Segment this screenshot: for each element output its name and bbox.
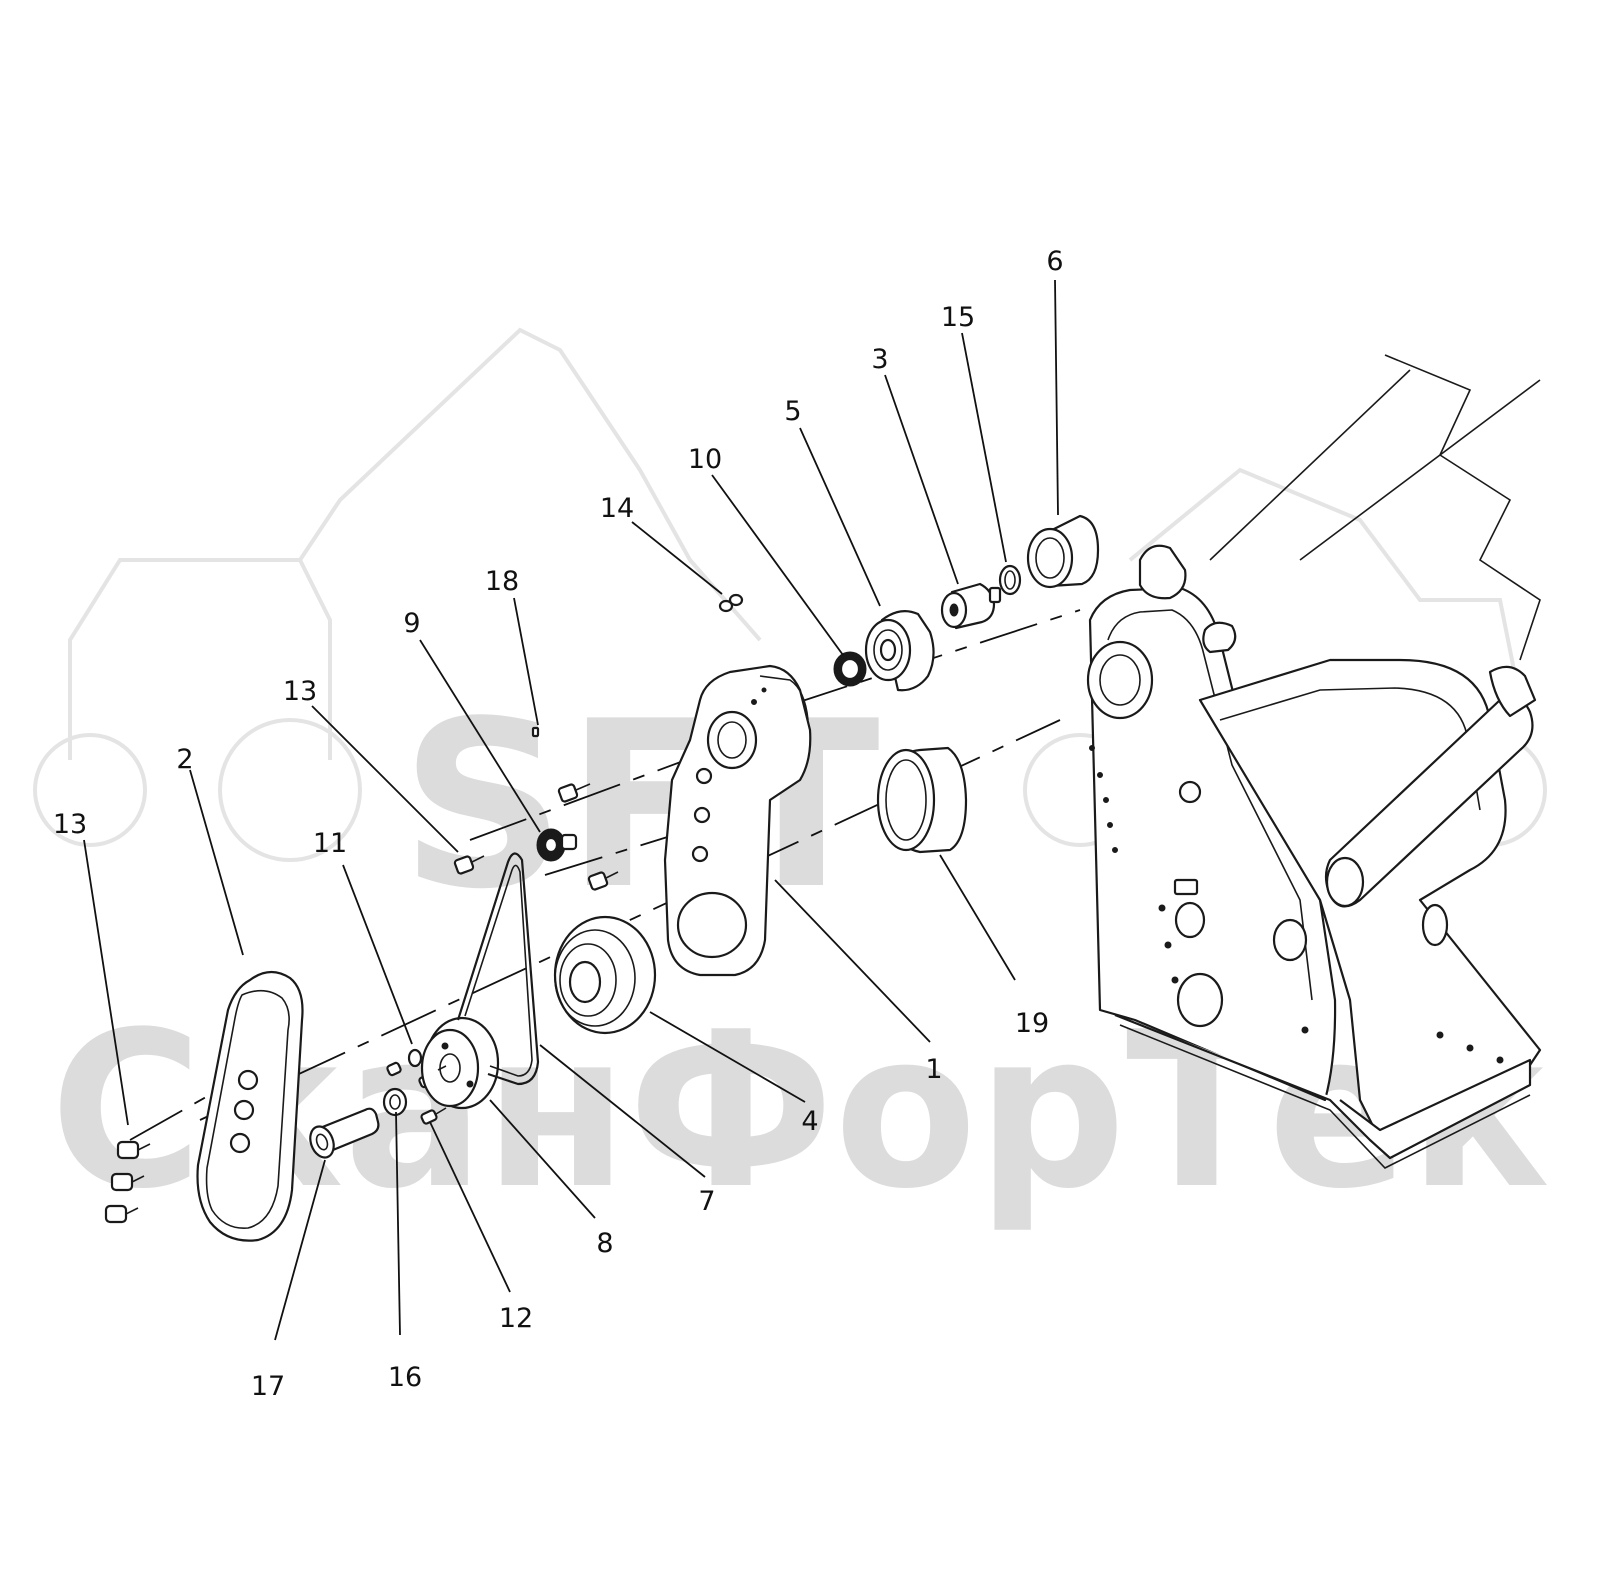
part-13-bolts-left — [104, 1140, 151, 1224]
leader-16 — [395, 1111, 401, 1336]
leader-12 — [429, 1121, 511, 1293]
leader-11 — [342, 864, 413, 1045]
bolt-left-1 — [116, 1140, 151, 1160]
part-4-idler-pulley — [553, 915, 657, 1035]
leader-19 — [939, 854, 1016, 981]
part-2-belt-cover — [196, 970, 304, 1242]
part-17-long-bolt — [309, 1107, 380, 1159]
leader-18 — [513, 597, 539, 726]
part-19-sleeve — [876, 746, 968, 854]
frame-break-line — [1384, 354, 1541, 661]
callout-19: 19 — [1015, 1008, 1049, 1039]
bolt-left-2 — [110, 1172, 145, 1192]
leader-1 — [774, 879, 931, 1043]
leader-2 — [189, 769, 244, 956]
callout-12: 12 — [499, 1303, 533, 1334]
callout-6: 6 — [1046, 246, 1063, 277]
callout-labels: 1 2 3 4 5 6 7 8 9 10 11 12 13 13 14 15 1… — [53, 246, 1064, 1402]
leader-17 — [274, 1159, 326, 1341]
leader-15 — [961, 332, 1007, 563]
callout-10: 10 — [688, 444, 722, 475]
axis-lower — [199, 719, 1061, 1121]
part-5-housing — [864, 609, 935, 692]
machine-frame — [1086, 354, 1542, 1169]
part-14-nuts — [718, 593, 744, 613]
callout-8: 8 — [596, 1228, 613, 1259]
callout-3: 3 — [871, 344, 888, 375]
frame-flange — [1138, 544, 1187, 600]
callout-9: 9 — [403, 608, 420, 639]
callout-5: 5 — [784, 396, 801, 427]
part-10-bearing — [833, 651, 867, 687]
leader-7 — [539, 1044, 706, 1178]
callout-13a: 13 — [53, 809, 87, 840]
callout-18: 18 — [485, 566, 519, 597]
callout-7: 7 — [698, 1186, 715, 1217]
part-13-bolts-middle — [453, 783, 619, 891]
leader-9 — [419, 639, 541, 833]
callout-16: 16 — [388, 1362, 422, 1393]
leader-3 — [884, 374, 959, 585]
axis-upper-2 — [789, 609, 1081, 706]
callout-1: 1 — [925, 1054, 942, 1085]
leader-10 — [711, 474, 844, 656]
leader-8 — [489, 1099, 596, 1219]
callout-4: 4 — [801, 1106, 818, 1137]
leader-6 — [1054, 279, 1059, 516]
part-8-drive-pulley — [420, 1016, 500, 1110]
part-7-belt — [456, 852, 540, 1086]
part-16-washer — [382, 1087, 408, 1117]
part-9-small-gear — [536, 828, 578, 862]
part-12-screw — [420, 1107, 447, 1125]
callout-17: 17 — [251, 1371, 285, 1402]
part-18-pin — [531, 726, 540, 738]
bolt-left-3 — [104, 1204, 139, 1224]
leader-13a — [83, 839, 129, 1126]
leader-lines — [83, 279, 1059, 1341]
frame-upper-boss — [1086, 640, 1154, 720]
callout-13b: 13 — [283, 676, 317, 707]
leader-14 — [631, 521, 723, 595]
frame-base — [1114, 1013, 1532, 1160]
leader-5 — [799, 427, 881, 607]
axis-middle — [544, 829, 691, 876]
part-3-shaft — [940, 582, 1002, 630]
leader-4 — [649, 1011, 806, 1103]
part-15-o-ring — [998, 564, 1022, 596]
callout-11: 11 — [313, 828, 347, 859]
part-1-tensioner-arm — [663, 664, 812, 977]
callout-14: 14 — [600, 493, 634, 524]
part-6-bushing — [1026, 514, 1100, 589]
callout-15: 15 — [941, 302, 975, 333]
leader-13b — [311, 705, 459, 853]
callout-2: 2 — [176, 744, 193, 775]
